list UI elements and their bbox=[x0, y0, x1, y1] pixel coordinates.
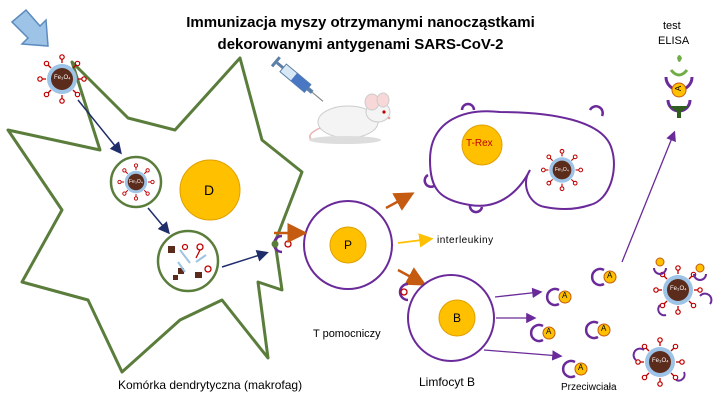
mouse-icon bbox=[309, 92, 391, 144]
arrow-secretion-1 bbox=[494, 287, 543, 299]
antibody-icon bbox=[529, 323, 557, 343]
mhc-antigen-complex bbox=[271, 234, 292, 254]
antibody-label: A bbox=[546, 327, 552, 336]
arrow-uptake bbox=[77, 99, 122, 155]
b-nucleus bbox=[438, 299, 476, 337]
antibody-label: A bbox=[562, 291, 568, 300]
b-nucleus-label: B bbox=[453, 311, 462, 325]
dendritic-nucleus-label: D bbox=[204, 182, 215, 198]
antibody-icon bbox=[584, 320, 612, 340]
arrow-interleukins bbox=[397, 233, 434, 248]
helper-nucleus-label: P bbox=[344, 238, 353, 252]
test-label: test bbox=[663, 20, 681, 32]
dendritic-cell-label: Komórka dendrytyczna (makrofag) bbox=[118, 378, 303, 392]
arrow-to-b-cell bbox=[397, 267, 427, 286]
antibody-icon bbox=[561, 359, 589, 379]
b-receptor-antigen bbox=[398, 282, 409, 302]
lysosome-vesicle bbox=[156, 229, 220, 293]
elisa-well-icon bbox=[664, 55, 694, 118]
elisa-label: ELISA bbox=[658, 35, 690, 47]
nanoparticle-core-label: Fe₃O₄ bbox=[54, 75, 71, 81]
arrow-secretion-3 bbox=[483, 349, 563, 361]
syringe-icon bbox=[270, 56, 324, 102]
title-line-2: dekorowanymi antygenami SARS-CoV-2 bbox=[217, 36, 504, 53]
t-rex-label: T-Rex bbox=[466, 138, 493, 149]
bound-antibodies bbox=[653, 257, 713, 317]
antibody-icon bbox=[590, 267, 618, 287]
dendritic-nucleus bbox=[179, 159, 241, 221]
helper-nucleus bbox=[329, 226, 367, 264]
dendritic-cell-outline bbox=[6, 56, 304, 374]
nanoparticle-core-label: Fe₃O₄ bbox=[652, 358, 669, 364]
elisa-antibody-label: A bbox=[674, 85, 684, 92]
injection-arrow-icon bbox=[10, 8, 49, 47]
t-helper-label: T pomocniczy bbox=[313, 328, 381, 340]
arrow-processing bbox=[147, 207, 170, 235]
antibody-label: A bbox=[578, 363, 584, 372]
antibody-icon bbox=[545, 287, 573, 307]
t-rex-cell bbox=[423, 102, 615, 214]
antibody-label: A bbox=[607, 271, 613, 280]
arrow-presentation bbox=[221, 250, 269, 268]
antibodies-label: Przeciwciała bbox=[561, 382, 617, 393]
arrow-to-elisa bbox=[621, 130, 676, 263]
nanoparticle-core-label: Fe₃O₄ bbox=[555, 167, 569, 173]
interleukins-label: interleukiny bbox=[437, 235, 494, 246]
nanoparticle-core-label: Fe₃O₄ bbox=[129, 179, 143, 185]
title-line-1: Immunizacja myszy otrzymanymi nanocząstk… bbox=[186, 14, 535, 31]
antibody-label: A bbox=[601, 324, 607, 333]
nanoparticle-core-label: Fe₃O₄ bbox=[670, 286, 687, 292]
arrow-to-t-rex bbox=[385, 192, 415, 211]
b-cell-label: Limfocyt B bbox=[419, 375, 476, 389]
